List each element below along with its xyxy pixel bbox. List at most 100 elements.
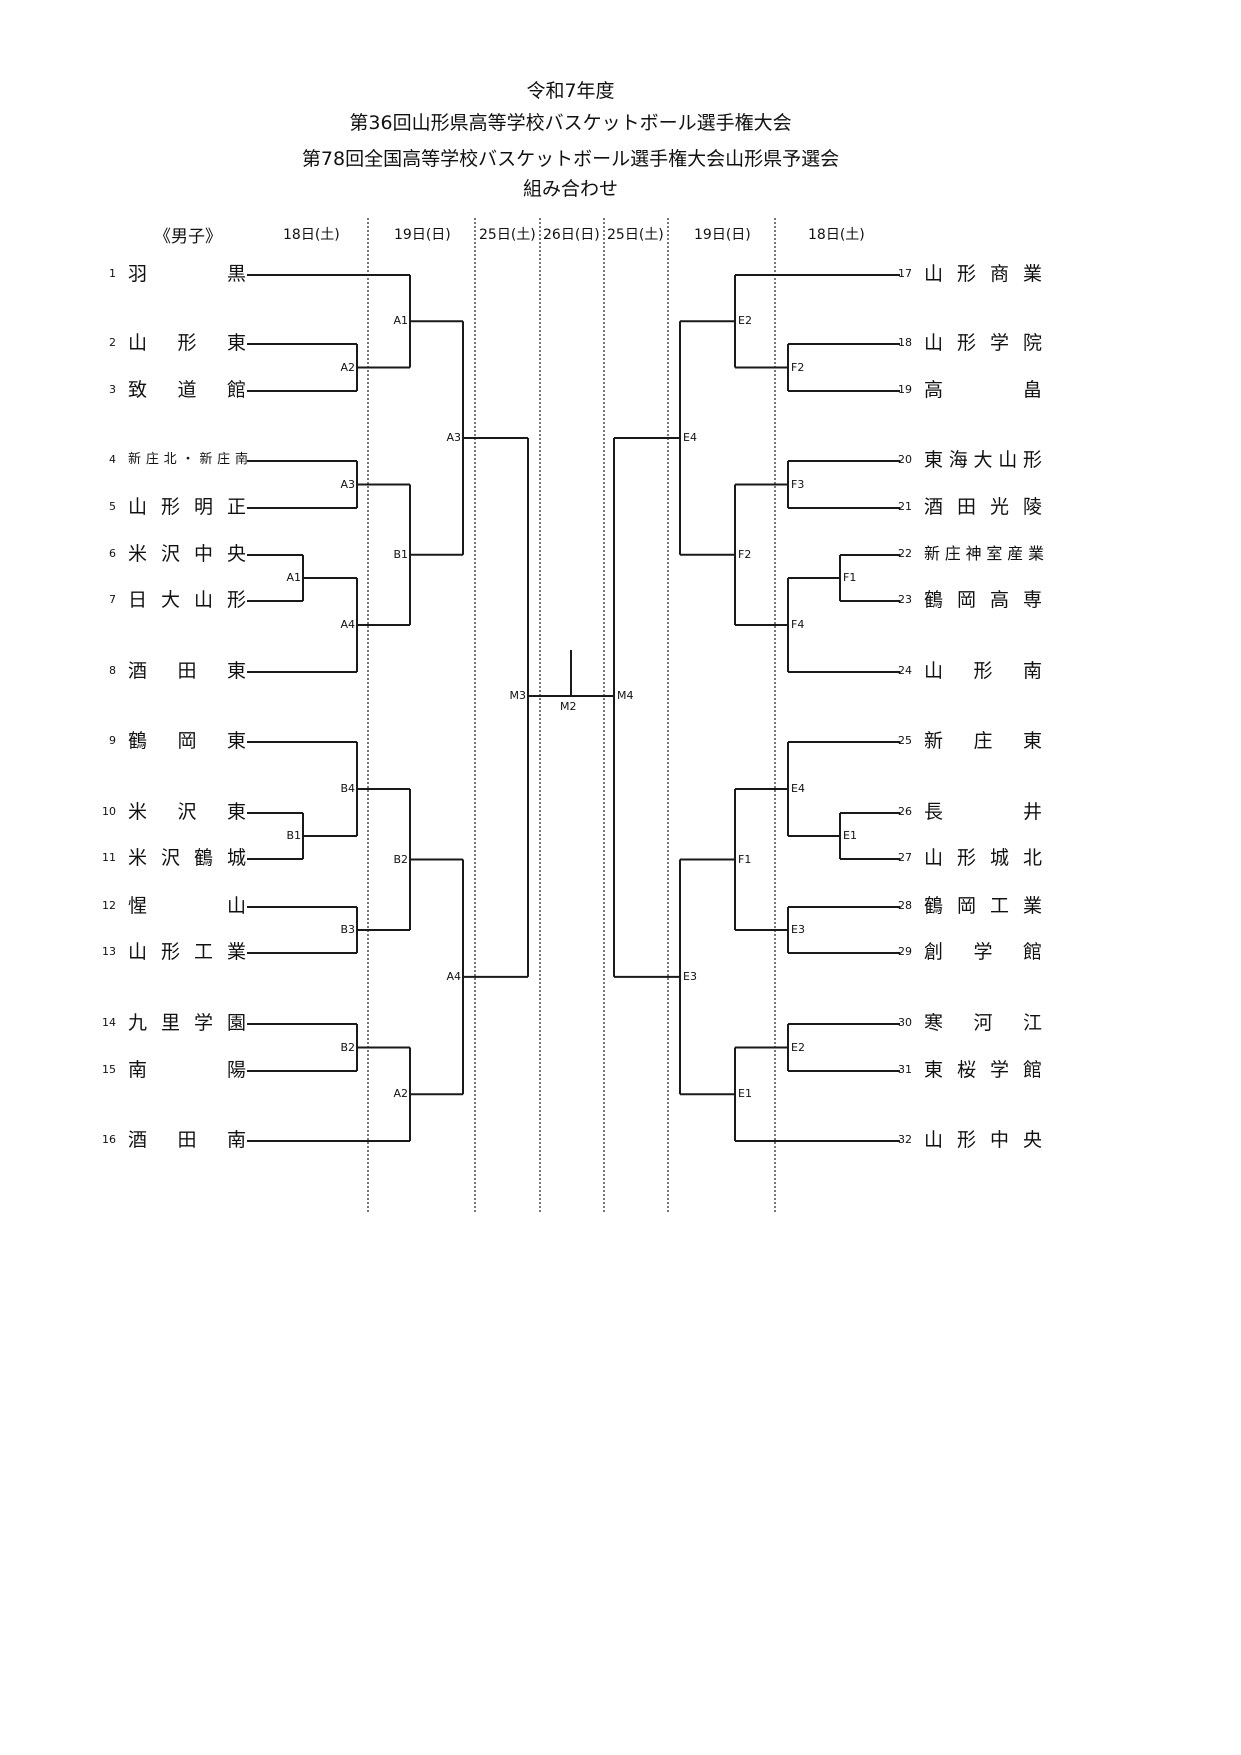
- team-name: 鶴岡高専: [924, 589, 1042, 611]
- seed-number: 20: [898, 453, 912, 466]
- match-label: B2: [393, 852, 408, 866]
- team-name: 新庄東: [924, 730, 1042, 752]
- match-label: F1: [738, 852, 752, 866]
- match-label: E1: [843, 829, 857, 842]
- match-label: E4: [683, 431, 697, 444]
- match-label: E2: [791, 1040, 805, 1054]
- team-name: 山形工業: [128, 941, 246, 963]
- match-label: A2: [393, 1087, 408, 1101]
- match-label: E1: [738, 1087, 752, 1101]
- seed-number: 25: [898, 734, 912, 747]
- team-name: 山形中央: [924, 1129, 1042, 1151]
- seed-number: 4: [109, 453, 116, 466]
- match-label: E2: [738, 314, 752, 328]
- date-header-left-r2: 19日(日): [394, 227, 451, 243]
- seed-number: 14: [102, 1016, 116, 1029]
- team-name: 米沢東: [128, 801, 246, 823]
- match-label: F3: [791, 477, 805, 491]
- match-label: M3: [509, 689, 527, 702]
- match-label: F2: [791, 360, 805, 374]
- seed-number: 10: [102, 805, 116, 818]
- team-name: 羽黒: [128, 263, 246, 285]
- seed-number: 5: [109, 500, 116, 513]
- match-label: F1: [843, 571, 857, 584]
- match-label: E3: [683, 969, 697, 983]
- division-label: 《男子》: [154, 227, 222, 247]
- match-label: A3: [446, 431, 461, 444]
- team-name: 新庄神室産業: [924, 544, 1044, 563]
- team-name: 高畠: [924, 379, 1042, 401]
- date-header-left-semi: 25日(土): [479, 227, 536, 243]
- match-label: E4: [791, 782, 805, 795]
- team-name: 寒河江: [924, 1012, 1042, 1034]
- national-qualifier-title: 第78回全国高等学校バスケットボール選手権大会山形県予選会: [301, 148, 840, 170]
- match-label: M4: [617, 689, 634, 702]
- seed-number: 22: [898, 547, 912, 560]
- seed-number: 23: [898, 593, 912, 606]
- team-name: 東桜学館: [924, 1059, 1042, 1081]
- seed-number: 9: [109, 734, 116, 747]
- match-label: B1: [286, 829, 301, 842]
- seed-number: 31: [898, 1063, 912, 1076]
- team-name: 米沢鶴城: [128, 847, 246, 869]
- match-label: A3: [340, 477, 355, 491]
- team-name: 山形学院: [924, 332, 1042, 354]
- team-name: 酒田東: [128, 660, 246, 682]
- team-name: 惺山: [128, 895, 246, 917]
- seed-number: 19: [898, 383, 912, 396]
- final-match-label: M2: [560, 700, 577, 713]
- seed-number: 8: [109, 664, 116, 677]
- seed-number: 18: [898, 336, 912, 349]
- match-label: A2: [340, 360, 355, 374]
- tournament-title: 第36回山形県高等学校バスケットボール選手権大会: [349, 112, 792, 134]
- seed-number: 28: [898, 899, 912, 912]
- date-header-left-r1: 18日(土): [283, 227, 340, 243]
- date-header-right-r2: 19日(日): [694, 227, 751, 243]
- seed-number: 15: [102, 1063, 116, 1076]
- seed-number: 12: [102, 899, 116, 912]
- match-label: A1: [393, 314, 408, 328]
- team-name: 東海大山形: [924, 449, 1042, 471]
- date-header-right-r1: 18日(土): [808, 227, 865, 243]
- seed-number: 13: [102, 945, 116, 958]
- team-name: 米沢中央: [128, 543, 246, 565]
- match-label: B2: [340, 1040, 355, 1054]
- seed-number: 7: [109, 593, 116, 606]
- team-name: 鶴岡東: [128, 730, 246, 752]
- seed-number: 16: [102, 1133, 116, 1146]
- match-label: F2: [738, 547, 752, 561]
- team-name: 新庄北・新庄南: [128, 452, 248, 467]
- team-name: 山形明正: [128, 496, 246, 518]
- seed-number: 17: [898, 267, 912, 280]
- bracket-subtitle: 組み合わせ: [522, 178, 618, 200]
- seed-number: 26: [898, 805, 912, 818]
- team-name: 創学館: [924, 941, 1042, 963]
- team-name: 酒田光陵: [924, 496, 1042, 518]
- seed-number: 2: [109, 336, 116, 349]
- seed-number: 11: [102, 851, 116, 864]
- team-name: 山形商業: [924, 263, 1042, 285]
- match-label: E3: [791, 923, 805, 936]
- match-label: B3: [340, 923, 355, 936]
- team-name: 長井: [924, 801, 1042, 823]
- seed-number: 29: [898, 945, 912, 958]
- match-label: B1: [393, 547, 408, 561]
- team-name: 酒田南: [128, 1129, 246, 1151]
- seed-number: 6: [109, 547, 116, 560]
- date-header-final: 26日(日): [543, 227, 600, 243]
- season-title: 令和7年度: [526, 80, 615, 102]
- seed-number: 24: [898, 664, 912, 677]
- team-name: 致道館: [128, 379, 246, 401]
- match-label: A4: [446, 969, 461, 983]
- match-label: B4: [340, 782, 355, 795]
- match-label: F4: [791, 618, 805, 631]
- team-name: 九里学園: [128, 1012, 246, 1034]
- match-label: A1: [286, 571, 301, 584]
- seed-number: 30: [898, 1016, 912, 1029]
- team-name: 山形城北: [924, 847, 1042, 869]
- team-name: 日大山形: [128, 589, 246, 611]
- seed-number: 3: [109, 383, 116, 396]
- match-label: A4: [340, 618, 355, 631]
- team-name: 南陽: [128, 1059, 246, 1081]
